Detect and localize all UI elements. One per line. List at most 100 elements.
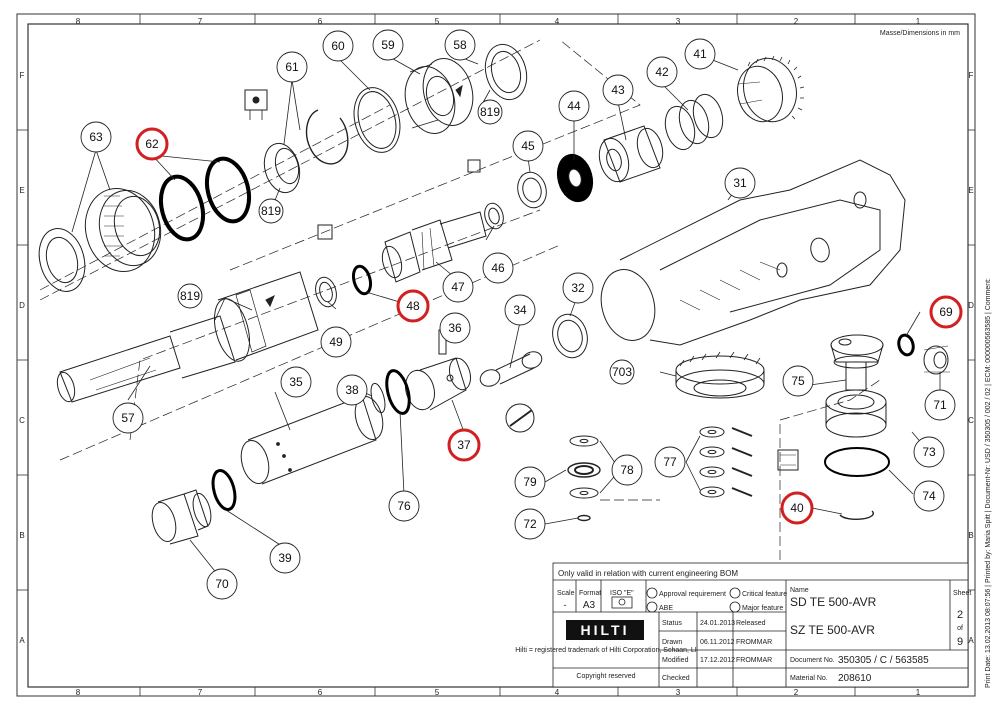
grid-column-label: 6 bbox=[318, 17, 323, 26]
drawn-date: 06.11.2012 bbox=[700, 639, 735, 646]
print-info: Print Date: 13.02.2013 08:07:56 | Printe… bbox=[985, 278, 992, 688]
callout-63: 63 bbox=[80, 121, 112, 153]
grid-column-label: 5 bbox=[435, 17, 440, 26]
status-date: 24.01.2013 bbox=[700, 620, 735, 627]
abe-label: ABE bbox=[659, 605, 673, 612]
callout-number: 75 bbox=[791, 374, 805, 388]
part-40-o-ring bbox=[211, 469, 237, 511]
leader-lines bbox=[71, 54, 941, 581]
format-label: Format bbox=[579, 590, 601, 597]
callout-number: 819 bbox=[261, 204, 281, 218]
part-74-circlip bbox=[839, 510, 874, 521]
callout-49: 49 bbox=[320, 326, 352, 358]
sheet-number: 2 bbox=[957, 609, 963, 621]
callout-number: 32 bbox=[571, 281, 585, 295]
callout-73: 73 bbox=[913, 436, 945, 468]
critical-feature: Critical feature bbox=[742, 591, 787, 598]
callout-number: 62 bbox=[145, 137, 159, 151]
part-71-shaft bbox=[830, 334, 884, 391]
callout-72: 72 bbox=[514, 508, 546, 540]
grid-row-label: A bbox=[968, 636, 974, 645]
callout-number: 36 bbox=[448, 321, 462, 335]
callout-77: 77 bbox=[654, 446, 686, 478]
part-57-spindle bbox=[56, 271, 319, 403]
callout-number: 57 bbox=[121, 411, 135, 425]
callout-number: 41 bbox=[693, 47, 707, 61]
part-63-washer bbox=[38, 228, 86, 292]
hilti-logo: HILTI bbox=[566, 620, 644, 640]
callout-39: 39 bbox=[269, 542, 301, 574]
callout-number: 39 bbox=[278, 551, 292, 565]
callout-number: 34 bbox=[513, 303, 527, 317]
grid-column-label: 2 bbox=[794, 688, 799, 697]
grid-column-label: 3 bbox=[676, 17, 681, 26]
material-label: Material No. bbox=[790, 675, 828, 682]
seal-seat bbox=[263, 142, 301, 194]
part-45-bushing bbox=[467, 159, 547, 209]
callout-62: 62 bbox=[135, 127, 169, 161]
status-label: Status bbox=[662, 620, 682, 627]
part-41-toothed-ring bbox=[737, 55, 805, 123]
callout-37: 37 bbox=[447, 428, 481, 462]
callout-number: 76 bbox=[397, 499, 411, 513]
grid-column-label: 4 bbox=[555, 688, 560, 697]
callout-number: 819 bbox=[480, 105, 500, 119]
part-59-locking-sleeve bbox=[404, 58, 474, 134]
sheet-of-label: of bbox=[957, 625, 963, 632]
approval-requirement: Approval requirement bbox=[659, 591, 726, 598]
grid-row-label: F bbox=[20, 71, 25, 80]
callout-number: 69 bbox=[939, 305, 953, 319]
threaded-collar bbox=[84, 187, 162, 273]
grid-column-label: 1 bbox=[916, 688, 921, 697]
callout-31: 31 bbox=[724, 167, 756, 199]
part-73-o-ring bbox=[824, 447, 890, 477]
callout-819: 819 bbox=[258, 198, 284, 224]
callout-61: 61 bbox=[276, 51, 308, 83]
callout-74: 74 bbox=[913, 480, 945, 512]
scale-value: - bbox=[564, 600, 567, 610]
callout-38: 38 bbox=[336, 374, 368, 406]
callout-76: 76 bbox=[388, 490, 420, 522]
callout-42: 42 bbox=[646, 56, 678, 88]
callout-819: 819 bbox=[477, 99, 503, 125]
callout-79: 79 bbox=[514, 466, 546, 498]
name-label: Name bbox=[790, 587, 809, 594]
callout-43: 43 bbox=[602, 74, 634, 106]
callout-number: 63 bbox=[89, 130, 103, 144]
callout-number: 35 bbox=[289, 375, 303, 389]
document-label: Document No. bbox=[790, 657, 835, 664]
callout-48: 48 bbox=[396, 289, 430, 323]
part-44-seal bbox=[556, 153, 594, 203]
material-number: 208610 bbox=[838, 673, 872, 684]
callout-number: 31 bbox=[733, 176, 747, 190]
part-47-shaft bbox=[317, 211, 487, 283]
callout-45: 45 bbox=[512, 130, 544, 162]
callout-35: 35 bbox=[280, 366, 312, 398]
callout-70: 70 bbox=[206, 568, 238, 600]
part-62-o-rings bbox=[158, 156, 252, 242]
callout-69: 69 bbox=[929, 295, 963, 329]
grid-row-label: D bbox=[19, 301, 25, 310]
callout-34: 34 bbox=[504, 294, 536, 326]
grid-row-label: C bbox=[19, 416, 25, 425]
callout-number: 60 bbox=[331, 39, 345, 53]
callout-number: 58 bbox=[453, 38, 467, 52]
part-35-piston bbox=[405, 357, 472, 411]
callout-number: 77 bbox=[663, 455, 677, 469]
callout-75: 75 bbox=[782, 365, 814, 397]
drawing-name-2: SZ TE 500-AVR bbox=[790, 623, 875, 637]
part-43-sleeve bbox=[598, 125, 664, 183]
part-37-o-ring bbox=[385, 369, 411, 415]
callout-number: 78 bbox=[620, 463, 634, 477]
part-34-connecting-rod bbox=[479, 351, 543, 433]
callout-47: 47 bbox=[442, 271, 474, 303]
callout-number: 74 bbox=[922, 489, 936, 503]
callout-number: 71 bbox=[933, 398, 947, 412]
drawing-name-1: SD TE 500-AVR bbox=[790, 595, 877, 609]
part-69-seal bbox=[897, 333, 915, 357]
callout-number: 61 bbox=[285, 60, 299, 74]
callout-number: 70 bbox=[215, 577, 229, 591]
trademark-note: Hilti = registered trademark of Hilti Co… bbox=[515, 647, 697, 654]
callout-number: 47 bbox=[451, 280, 465, 294]
